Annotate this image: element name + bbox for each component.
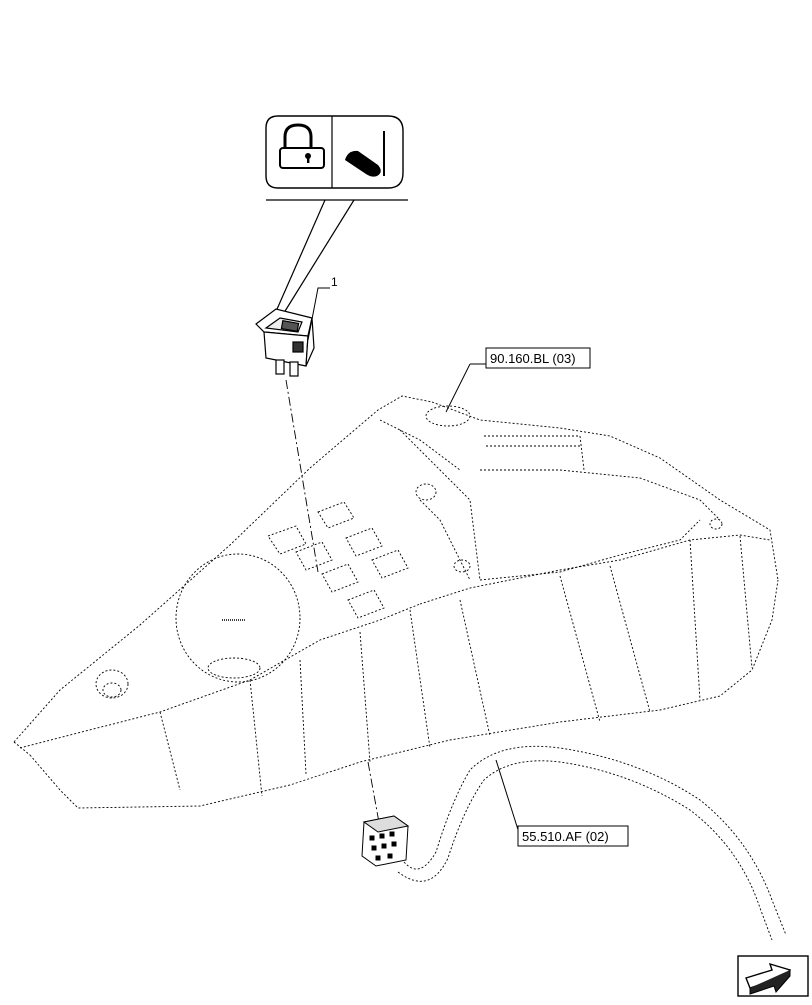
ref-bottom-label: 55.510.AF (02): [522, 829, 609, 844]
harness-connector: [361, 815, 410, 867]
item-number-label: 1: [331, 275, 338, 289]
wedge-throttle-icon: [345, 131, 385, 177]
console-housing: [13, 395, 779, 809]
ref-callout-bottom: 55.510.AF (02): [495, 759, 629, 847]
rocker-switch: [255, 308, 315, 377]
item-callout: 1: [307, 275, 338, 341]
next-page-arrow-icon[interactable]: [737, 955, 809, 997]
wire-harness: [397, 745, 787, 941]
switch-symbol-panel: [265, 115, 404, 189]
ref-top-label: 90.160.BL (03): [490, 351, 576, 366]
padlock-icon: [279, 123, 325, 169]
panel-leader: [266, 199, 408, 317]
ref-callout-top: 90.160.BL (03): [445, 347, 591, 413]
